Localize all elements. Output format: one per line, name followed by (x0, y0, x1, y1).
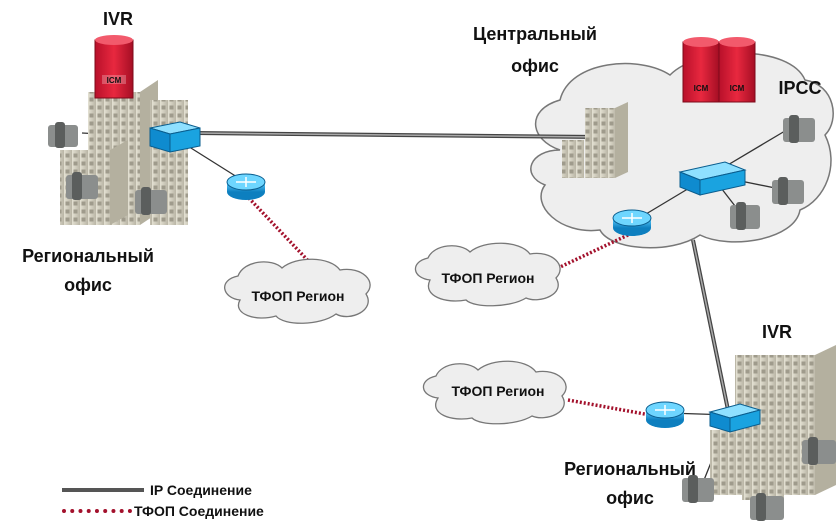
phone-central-3 (730, 202, 760, 230)
central-office-label-line1: Центральный (473, 24, 597, 44)
ivr-label-left: IVR (103, 9, 133, 29)
regional-office-left-label-line1: Региональный (22, 246, 154, 266)
switch-central (678, 161, 747, 196)
router-right (645, 401, 685, 428)
phone-left-2 (66, 172, 98, 200)
phone-right-2 (682, 475, 714, 503)
legend-pstn-label: ТФОП Соединение (134, 503, 264, 519)
icm-label-central-2: ICM (730, 84, 745, 93)
legend-pstn: ТФОП Соединение (62, 503, 264, 519)
phone-left-1 (48, 122, 78, 148)
legend-ip-swatch (62, 488, 144, 492)
phone-central-2 (772, 177, 804, 205)
icm-server-left: ICM (94, 35, 134, 99)
pstn-cloud-2-label: ТФОП Регион (441, 270, 534, 286)
pstn-cloud-3-label: ТФОП Регион (451, 383, 544, 399)
pstn-cloud-1-label: ТФОП Регион (251, 288, 344, 304)
ip-links (194, 131, 730, 411)
phone-right-1 (802, 437, 836, 465)
central-office-label-line2: офис (511, 56, 559, 76)
central-office-building (562, 102, 628, 178)
switch-right (708, 403, 762, 433)
pstn-cloud-2: ТФОП Регион (414, 242, 561, 307)
ivr-label-right: IVR (762, 322, 792, 342)
pstn-cloud-3: ТФОП Регион (422, 360, 567, 425)
phone-right-3 (750, 493, 784, 521)
ipcc-label: IPCC (778, 78, 821, 98)
phone-central-1 (783, 115, 815, 143)
icm-label-left: ICM (107, 76, 122, 85)
regional-office-left-building (60, 80, 188, 225)
router-left (226, 173, 266, 200)
legend-ip-label: IP Соединение (150, 482, 252, 498)
regional-office-left-label-line2: офис (64, 275, 112, 295)
icm-label-central-1: ICM (694, 84, 709, 93)
switch-left (149, 121, 201, 153)
pstn-cloud-1: ТФОП Регион (224, 258, 371, 324)
regional-office-right-label-line1: Региональный (564, 459, 696, 479)
legend-pstn-swatch (62, 509, 132, 513)
legend-ip: IP Соединение (62, 482, 252, 498)
router-central (612, 209, 652, 236)
icm-servers-ipcc: ICM ICM (682, 37, 756, 103)
central-office-cloud (530, 52, 834, 249)
pstn-links (244, 193, 651, 417)
phone-left-3 (135, 187, 167, 215)
regional-office-right-label-line2: офис (606, 488, 654, 508)
